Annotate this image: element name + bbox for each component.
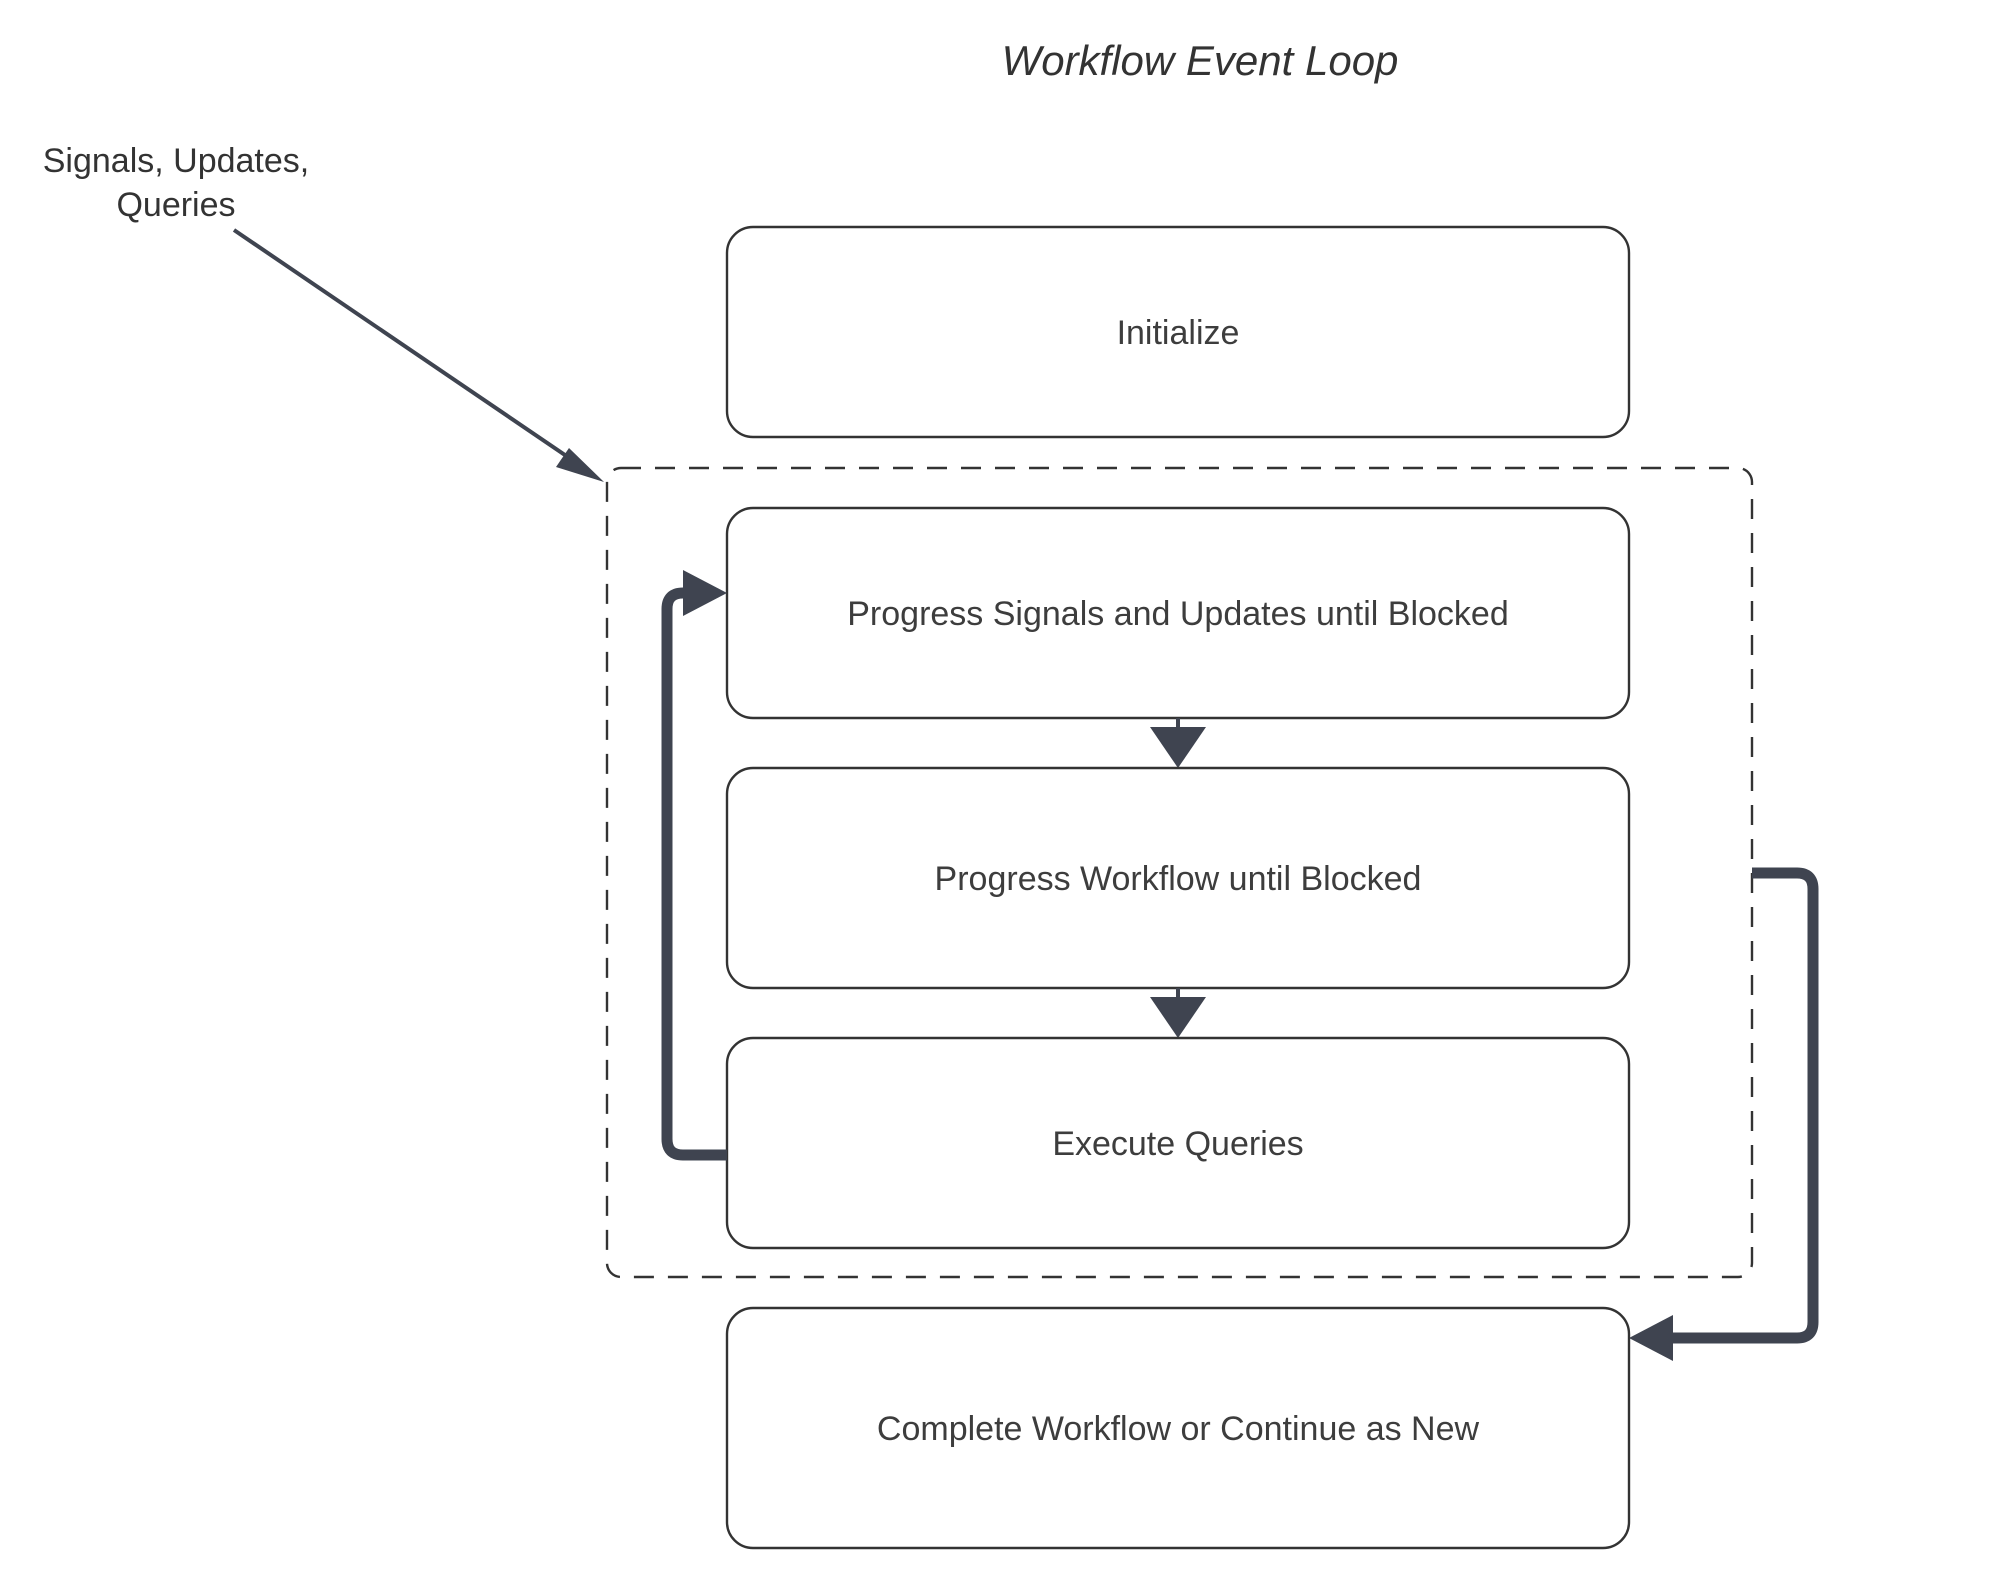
node-complete-workflow-box[interactable] bbox=[725, 1306, 1631, 1550]
arrow-head-icon bbox=[1150, 727, 1206, 768]
node-initialize[interactable]: Initialize bbox=[725, 225, 1631, 439]
diagram-title: Workflow Event Loop bbox=[1002, 37, 1399, 84]
node-progress-signals-updates-label: Progress Signals and Updates until Block… bbox=[847, 595, 1509, 633]
node-execute-queries[interactable]: Execute Queries bbox=[725, 1036, 1631, 1250]
external-input-label-line1: Signals, Updates, bbox=[43, 142, 310, 180]
node-initialize-box[interactable] bbox=[725, 225, 1631, 439]
edge-group-to-complete bbox=[1629, 867, 1819, 1361]
node-initialize-label: Initialize bbox=[1117, 314, 1240, 352]
edge-queries-loopback bbox=[661, 570, 727, 1161]
external-input-label-line2: Queries bbox=[116, 186, 235, 224]
node-progress-signals-updates[interactable]: Progress Signals and Updates until Block… bbox=[725, 506, 1631, 720]
edge-signals-to-group bbox=[232, 228, 604, 482]
arrow-head-icon bbox=[1150, 997, 1206, 1038]
node-execute-queries-label: Execute Queries bbox=[1052, 1125, 1303, 1163]
node-progress-workflow[interactable]: Progress Workflow until Blocked bbox=[725, 766, 1631, 990]
node-execute-queries-box[interactable] bbox=[725, 1036, 1631, 1250]
edge-signals-to-workflow bbox=[1150, 718, 1206, 768]
node-complete-workflow[interactable]: Complete Workflow or Continue as New bbox=[725, 1306, 1631, 1550]
event-loop-group-container bbox=[605, 466, 1754, 1279]
arrow-head-icon bbox=[556, 448, 604, 482]
node-complete-workflow-label: Complete Workflow or Continue as New bbox=[877, 1410, 1480, 1448]
edge-workflow-to-queries bbox=[1150, 988, 1206, 1038]
arrow-head-icon bbox=[1629, 1315, 1673, 1361]
arrow-head-icon bbox=[683, 570, 727, 616]
node-progress-workflow-label: Progress Workflow until Blocked bbox=[935, 860, 1422, 898]
